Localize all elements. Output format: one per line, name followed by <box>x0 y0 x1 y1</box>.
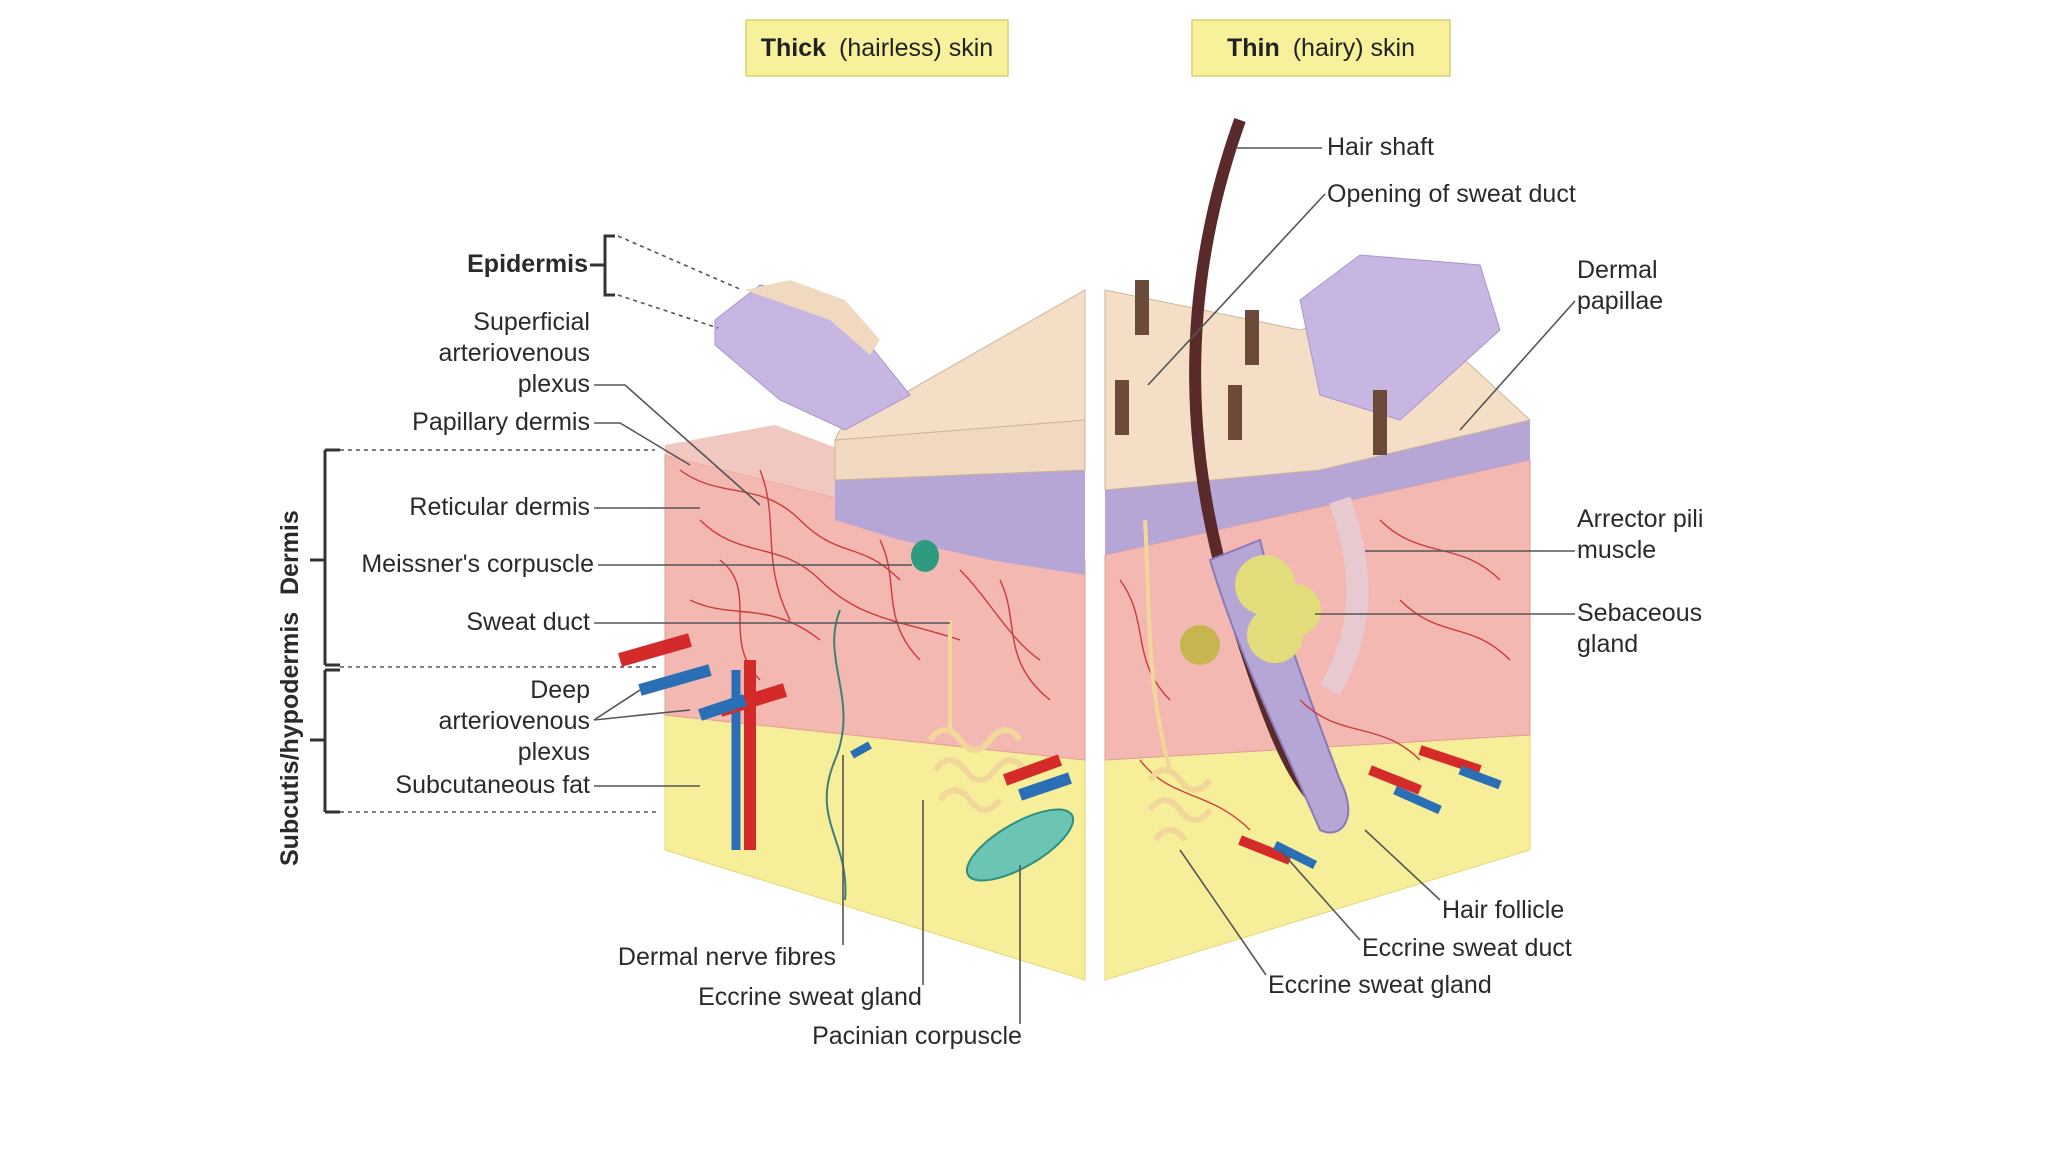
thick-epidermis-surface <box>834 289 1086 441</box>
thick-deep-vessels <box>618 633 1072 850</box>
thin-epidermis-flap <box>1299 254 1501 421</box>
thick-epidermis-purple <box>835 470 1085 575</box>
svg-text:Thin (hairy) skin: Thin (hairy) skin <box>1227 34 1415 62</box>
label-dermal-papillae-1: Dermal <box>1577 256 1658 284</box>
arrector-pili <box>1320 496 1369 696</box>
label-eccrine-gland-left: Eccrine sweat gland <box>698 983 922 1011</box>
title-thin-bold: Thin <box>1227 34 1280 62</box>
svg-text:Thick (hairless) skin: Thick (hairless) skin <box>761 34 993 62</box>
label-superficial-plexus-3: plexus <box>518 370 590 398</box>
thin-capillaries <box>1119 519 1511 831</box>
thin-hair-stubs <box>1115 280 1387 455</box>
label-superficial-plexus-2: arteriovenous <box>439 339 590 367</box>
label-deep-plexus-3: plexus <box>518 738 590 766</box>
label-sweat-duct: Sweat duct <box>466 608 590 636</box>
label-hair-follicle: Hair follicle <box>1442 896 1564 924</box>
thin-vessels <box>1238 745 1502 870</box>
thick-nerve <box>825 609 847 901</box>
title-thin-rest: (hairy) skin <box>1293 34 1415 62</box>
label-nerve-fibres: Dermal nerve fibres <box>618 943 836 971</box>
label-sweat-opening: Opening of sweat duct <box>1327 180 1576 208</box>
label-papillary-dermis: Papillary dermis <box>412 408 590 436</box>
label-dermal-papillae-2: papillae <box>1577 287 1663 315</box>
thick-eccrine-gland <box>927 620 1028 813</box>
label-reticular-dermis: Reticular dermis <box>409 493 590 521</box>
side-brackets <box>310 448 660 814</box>
label-subcutaneous-fat: Subcutaneous fat <box>395 771 590 799</box>
thin-eccrine-duct <box>1143 519 1172 771</box>
label-arrector-1: Arrector pili <box>1577 505 1703 533</box>
thick-skin-block <box>618 280 1086 981</box>
title-thick-bold: Thick <box>761 34 826 62</box>
label-dermis: Dermis <box>276 510 304 595</box>
label-sebaceous-2: gland <box>1577 630 1638 658</box>
label-deep-plexus-2: arteriovenous <box>439 707 590 735</box>
thick-capillaries <box>679 469 1051 701</box>
sebaceous-gland <box>1180 555 1321 665</box>
epidermis-bracket <box>590 234 615 297</box>
thin-eccrine-gland <box>1147 767 1213 842</box>
title-thin-skin: Thin (hairy) skin <box>1191 19 1451 77</box>
meissner-corpuscle <box>911 540 939 572</box>
label-deep-plexus-1: Deep <box>530 676 590 704</box>
label-hair-shaft: Hair shaft <box>1327 133 1434 161</box>
title-thick-skin: Thick (hairless) skin <box>745 19 1009 77</box>
label-eccrine-gland-right: Eccrine sweat gland <box>1268 971 1492 999</box>
pacinian-corpuscle <box>965 808 1075 882</box>
label-pacinian: Pacinian corpuscle <box>812 1022 1022 1050</box>
label-eccrine-duct: Eccrine sweat duct <box>1362 934 1572 962</box>
label-arrector-2: muscle <box>1577 536 1656 564</box>
label-superficial-plexus-1: Superficial <box>473 308 590 336</box>
thin-skin-block <box>1104 117 1532 981</box>
label-epidermis: Epidermis <box>467 250 588 278</box>
label-meissner: Meissner's corpuscle <box>361 550 594 578</box>
label-sebaceous-1: Sebaceous <box>1577 599 1702 627</box>
title-thick-rest: (hairless) skin <box>839 34 993 62</box>
thick-epidermis-flap-top <box>745 280 880 355</box>
label-subcutis: Subcutis/hypodermis <box>276 612 304 866</box>
